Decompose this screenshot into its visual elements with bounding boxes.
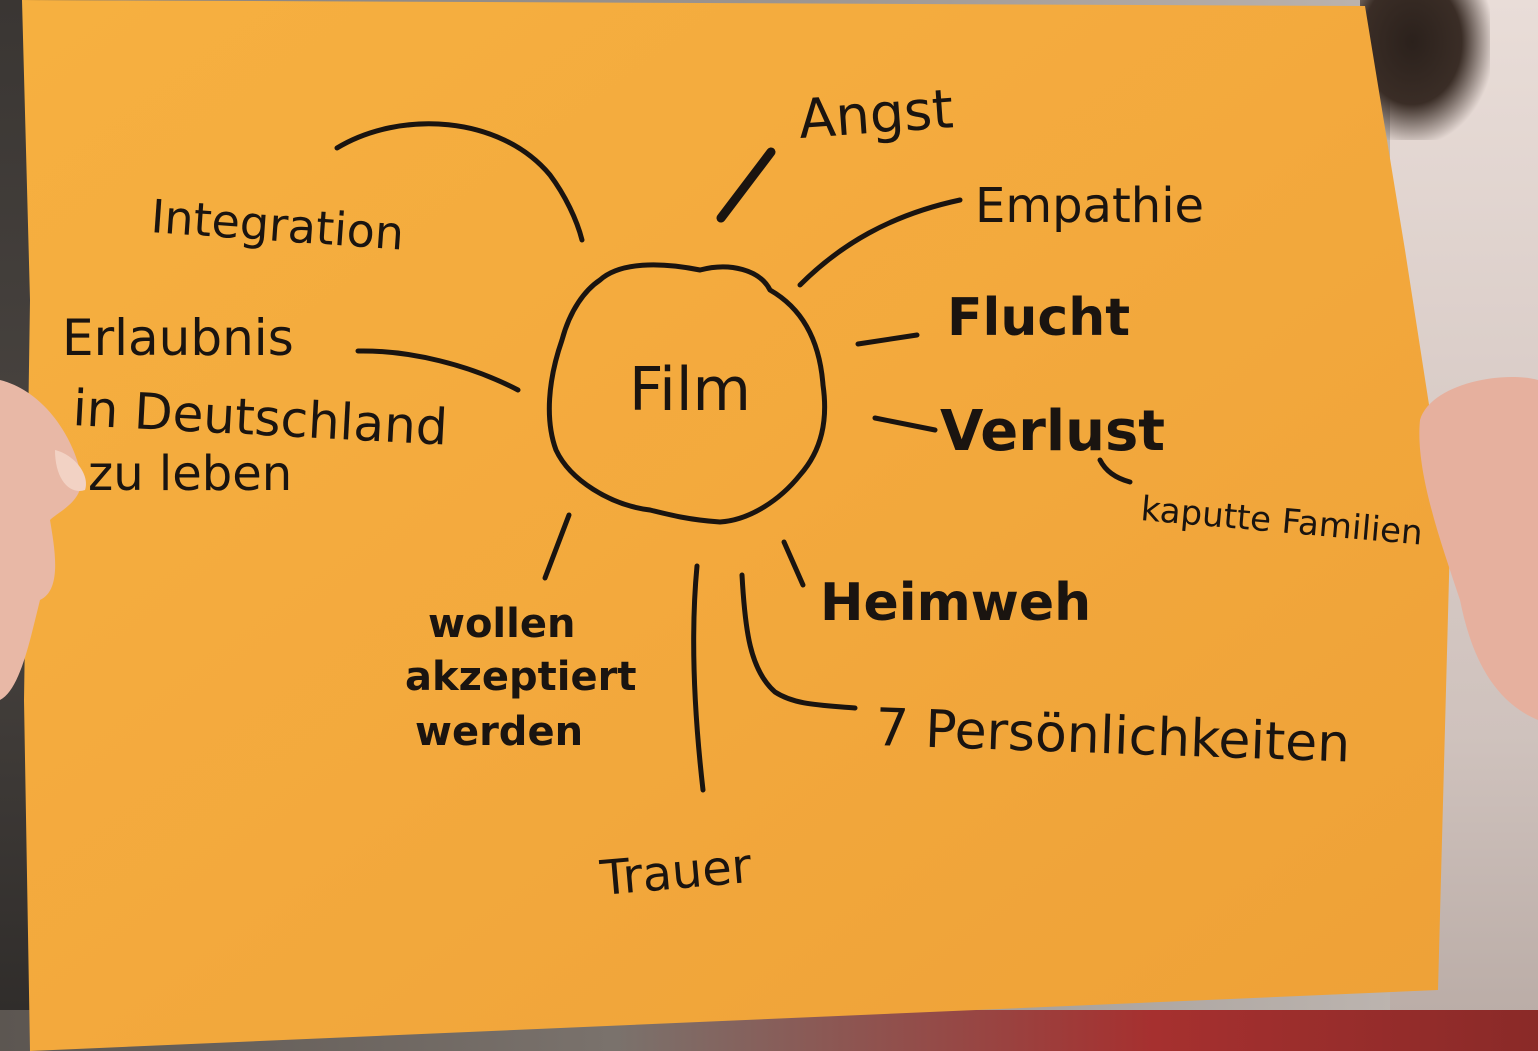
branch-wollen: wollen: [428, 601, 575, 647]
branch-angst: Angst: [797, 77, 956, 151]
line-empathie: [797, 197, 963, 288]
branch-erlaubnis-line1: Erlaubnis: [62, 309, 294, 367]
line-persoenlichkeiten: [739, 572, 858, 711]
center-cloud: [546, 262, 828, 525]
center-word: Film: [629, 355, 751, 425]
branch-flucht: Flucht: [947, 288, 1130, 348]
line-erlaubnis: [355, 348, 521, 393]
line-angst: [716, 147, 776, 223]
branch-trauer: Trauer: [597, 838, 754, 907]
branch-erlaubnis-line3: zu leben: [88, 446, 292, 502]
line-kaputte: [1097, 457, 1133, 485]
line-integration: [334, 121, 585, 243]
branch-empathie: Empathie: [975, 178, 1204, 234]
line-verlust: [872, 415, 938, 433]
connector-lines: [334, 121, 1133, 793]
branch-werden: werden: [415, 709, 583, 755]
right-hand: [1419, 376, 1538, 720]
left-hand-nail: [55, 450, 86, 491]
line-heimweh: [781, 539, 806, 588]
line-flucht: [855, 332, 920, 347]
branch-verlust: Verlust: [940, 399, 1165, 464]
orange-paper: [22, 0, 1450, 1051]
line-trauer: [691, 563, 706, 793]
branch-akzeptiert: akzeptiert: [405, 654, 636, 700]
line-wollen: [542, 512, 572, 581]
branch-heimweh: Heimweh: [820, 573, 1091, 633]
